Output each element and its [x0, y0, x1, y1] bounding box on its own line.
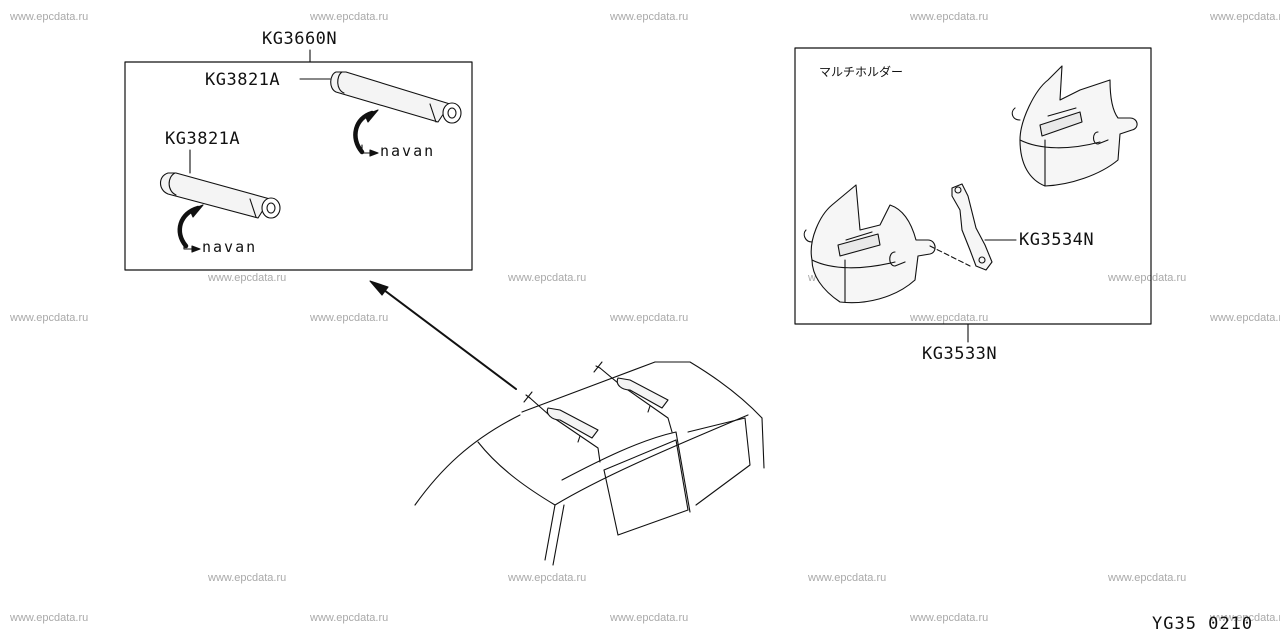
watermark: www.epcdata.ru [208, 272, 287, 284]
holder-label: マルチホルダー [819, 65, 904, 79]
part-number-clip: KG3534N [1019, 230, 1095, 250]
part-number-kit: KG3660N [262, 29, 338, 49]
watermark: www.epcdata.ru [1210, 612, 1280, 624]
diagram-code: YG35 0210 [1152, 614, 1254, 634]
arrow-upper [353, 109, 379, 157]
watermark: www.epcdata.ru [10, 312, 89, 324]
watermark: www.epcdata.ru [1108, 272, 1187, 284]
watermark: www.epcdata.ru [310, 612, 389, 624]
brand-label-upper: navan [380, 142, 436, 160]
vehicle-roof [414, 361, 765, 566]
callout-arrow [369, 280, 517, 390]
watermark: www.epcdata.ru [208, 572, 287, 584]
part-number-bar-lower: KG3821A [165, 129, 241, 149]
part-number-bar-upper: KG3821A [205, 70, 281, 90]
multi-holder-upper [1011, 65, 1138, 187]
watermark: www.epcdata.ru [610, 612, 689, 624]
kit-box [124, 61, 473, 271]
watermark: www.epcdata.ru [508, 272, 587, 284]
watermark: www.epcdata.ru [910, 312, 989, 324]
holder-box [794, 47, 1152, 325]
watermark: www.epcdata.ru [1108, 572, 1187, 584]
crossbar-pad-lower [159, 172, 281, 219]
watermark: www.epcdata.ru [1210, 312, 1280, 324]
watermark: www.epcdata.ru [508, 572, 587, 584]
watermark: www.epcdata.ru [610, 11, 689, 23]
watermark: www.epcdata.ru [610, 312, 689, 324]
watermark: www.epcdata.ru [1210, 11, 1280, 23]
clip-bracket [929, 183, 993, 271]
brand-label-lower: navan [202, 238, 258, 256]
multi-holder-lower [803, 184, 936, 304]
watermark: www.epcdata.ru [910, 11, 989, 23]
part-number-holder: KG3533N [922, 344, 998, 364]
roof-rack-rails [523, 361, 673, 463]
arrow-lower [177, 204, 204, 253]
watermark: www.epcdata.ru [910, 612, 989, 624]
watermark: www.epcdata.ru [310, 11, 389, 23]
crossbar-pad-upper [330, 71, 462, 124]
watermark: www.epcdata.ru [10, 11, 89, 23]
watermark: www.epcdata.ru [808, 572, 887, 584]
watermark: www.epcdata.ru [10, 612, 89, 624]
watermark: www.epcdata.ru [310, 312, 389, 324]
